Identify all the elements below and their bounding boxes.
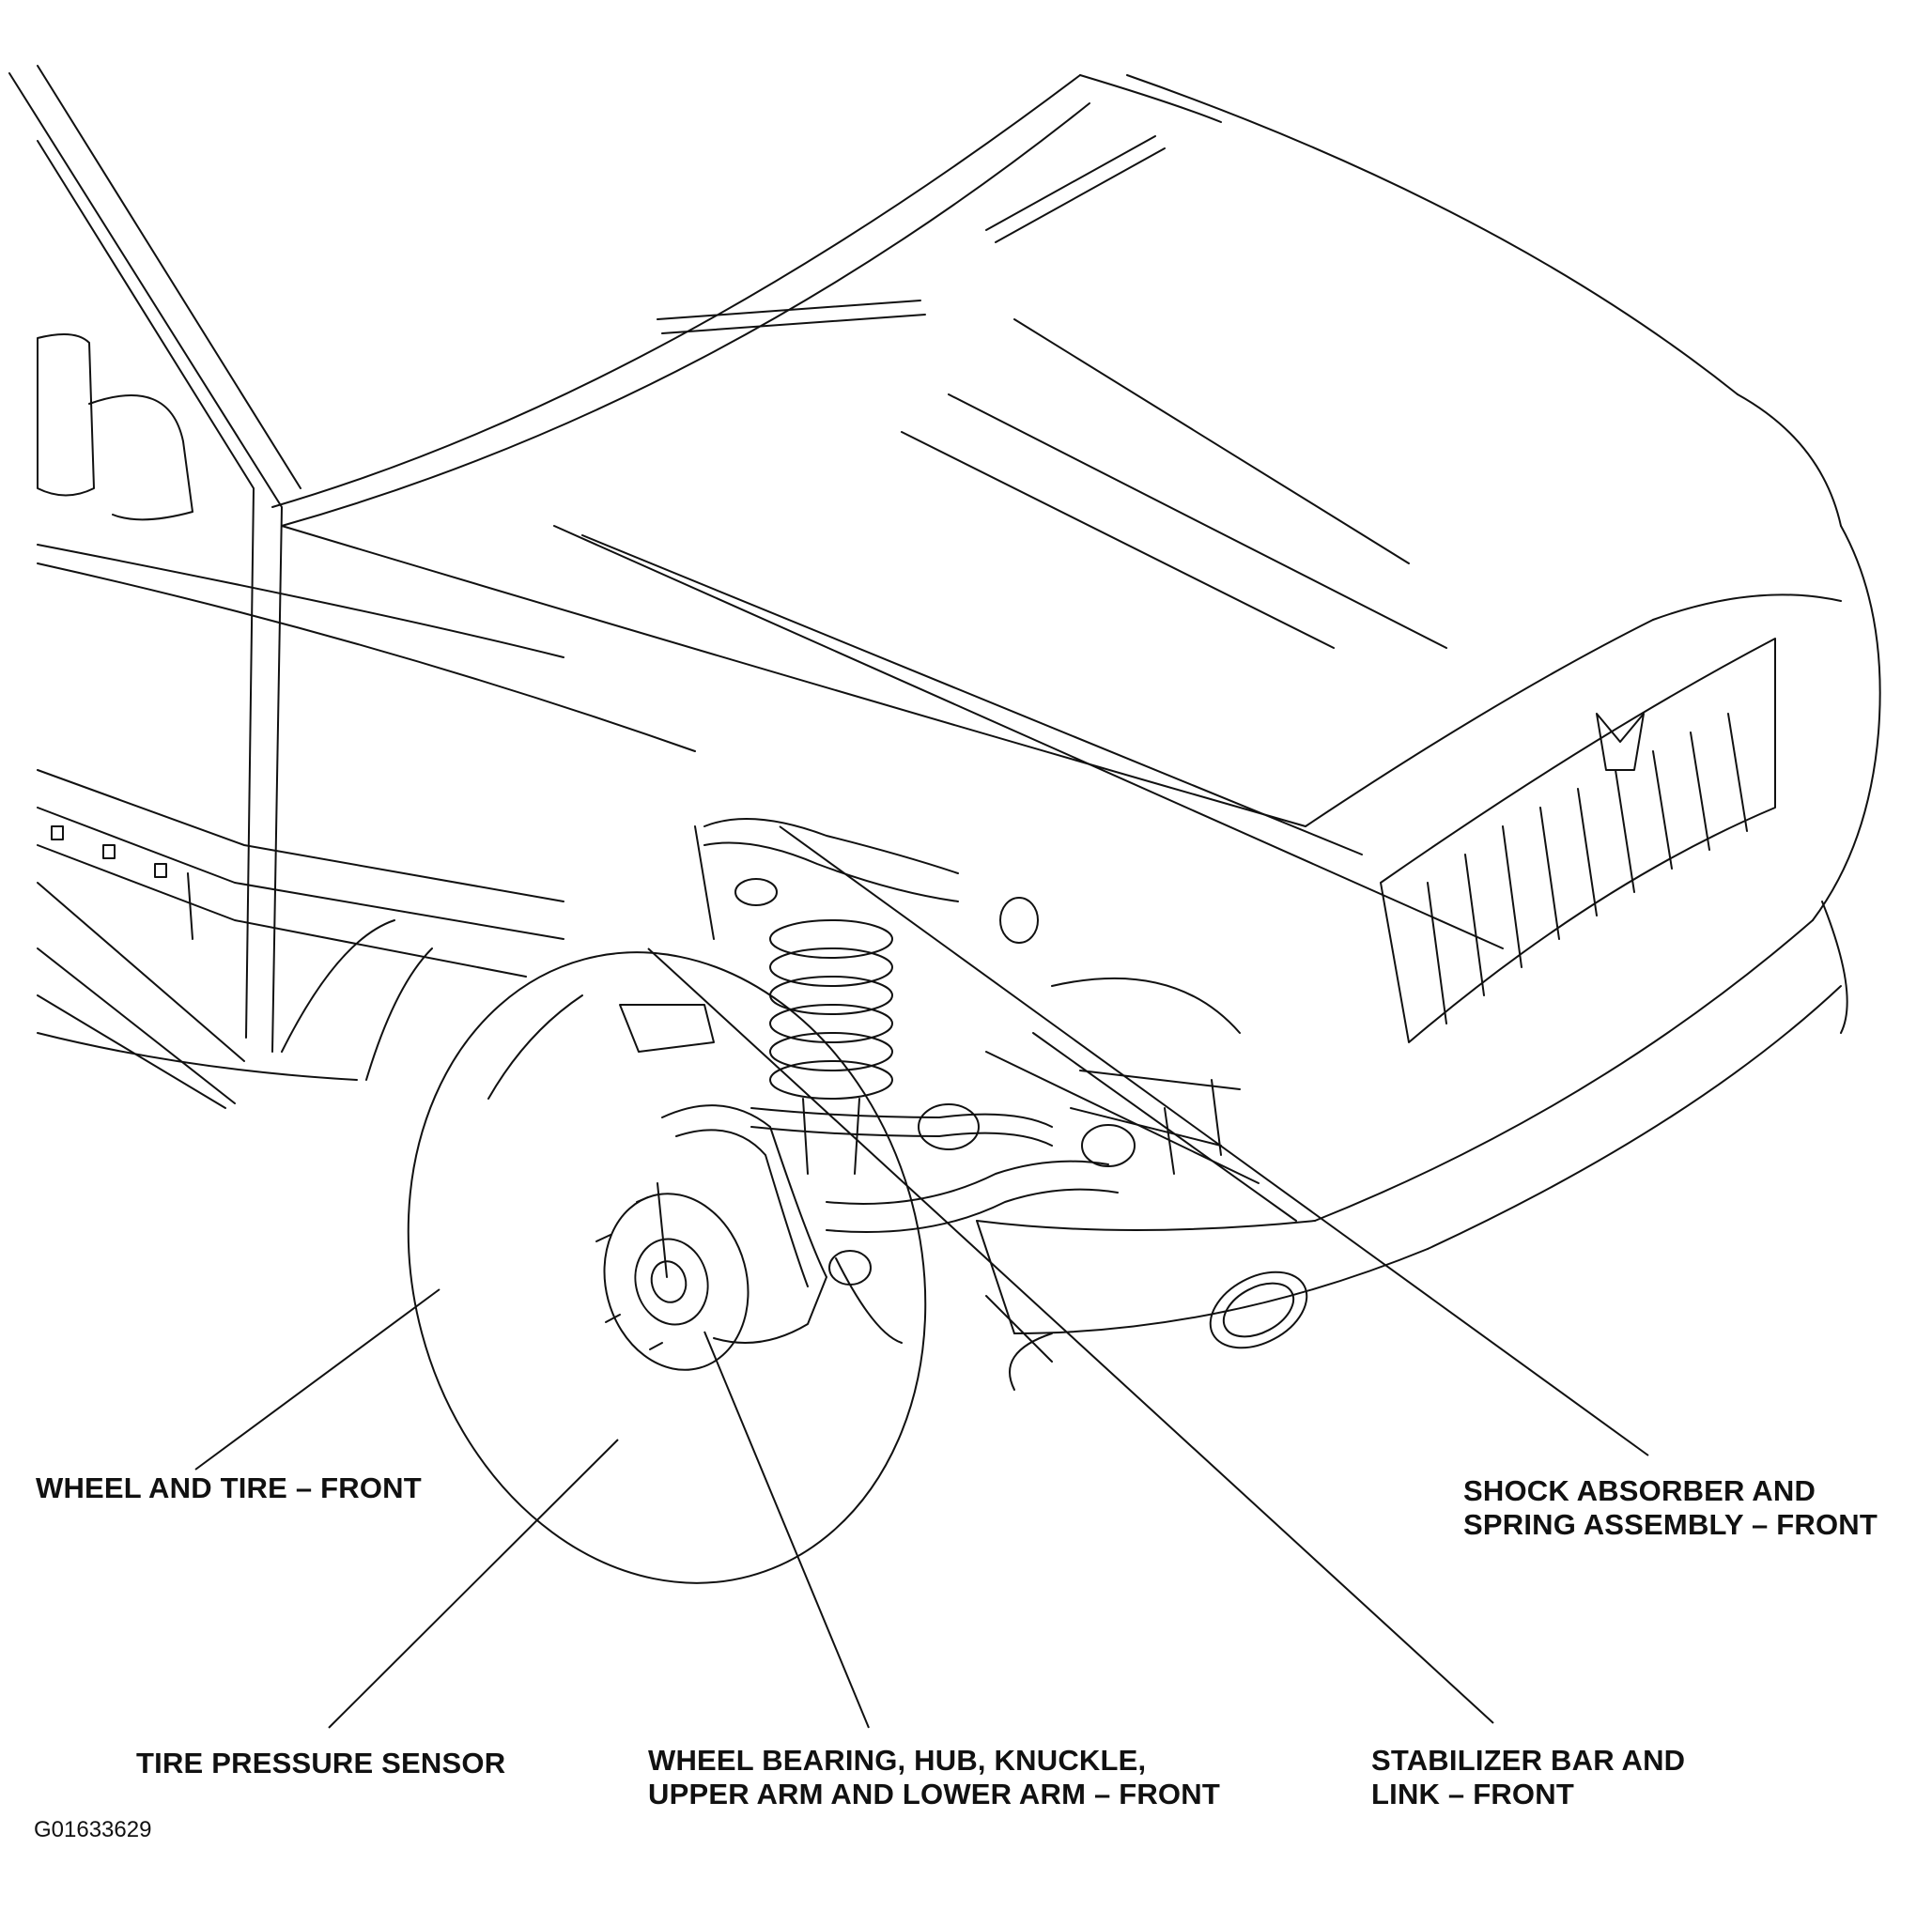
label-shock-absorber: SHOCK ABSORBER AND SPRING ASSEMBLY – FRO… — [1463, 1474, 1878, 1542]
leader-tpms — [328, 1439, 619, 1729]
frame-rail — [37, 769, 564, 978]
lower-arm — [826, 1160, 1119, 1344]
grille — [1380, 638, 1776, 1043]
label-wheel-and-tire-text: WHEEL AND TIRE – FRONT — [36, 1471, 422, 1504]
label-stabilizer-bar: STABILIZER BAR AND LINK – FRONT — [1371, 1744, 1685, 1811]
label-tire-pressure-sensor: TIRE PRESSURE SENSOR — [136, 1747, 505, 1780]
leader-stabilizer — [647, 947, 1494, 1724]
coil-spring — [769, 919, 893, 1175]
figure-id: G01633629 — [34, 1817, 152, 1842]
label-stabilizer-line-2: LINK – FRONT — [1371, 1778, 1574, 1810]
stabilizer-bar — [750, 1103, 1136, 1167]
leader-wheel-tire — [194, 1288, 440, 1471]
fog-lamp — [1209, 1271, 1308, 1349]
label-bearing-line-2: UPPER ARM AND LOWER ARM – FRONT — [648, 1778, 1220, 1810]
vehicle-body-art — [8, 65, 1881, 1391]
label-bearing-line-1: WHEEL BEARING, HUB, KNUCKLE, — [648, 1744, 1147, 1777]
label-stabilizer-line-1: STABILIZER BAR AND — [1371, 1744, 1686, 1777]
wheel-tire — [407, 951, 927, 1584]
label-shock-line-2: SPRING ASSEMBLY – FRONT — [1463, 1508, 1878, 1541]
cowl-vents — [657, 135, 1166, 334]
label-shock-line-1: SHOCK ABSORBER AND — [1463, 1474, 1816, 1507]
leader-bearing — [703, 1331, 870, 1729]
suspension-art — [407, 818, 1241, 1584]
knuckle — [657, 1104, 827, 1344]
label-wheel-and-tire: WHEEL AND TIRE – FRONT — [36, 1471, 422, 1505]
label-tpms-text: TIRE PRESSURE SENSOR — [136, 1747, 506, 1779]
leader-lines — [194, 825, 1649, 1729]
label-wheel-bearing: WHEEL BEARING, HUB, KNUCKLE, UPPER ARM A… — [648, 1744, 1220, 1811]
hub — [595, 1193, 750, 1371]
upper-arm — [694, 818, 1039, 944]
leader-shock — [779, 825, 1649, 1456]
